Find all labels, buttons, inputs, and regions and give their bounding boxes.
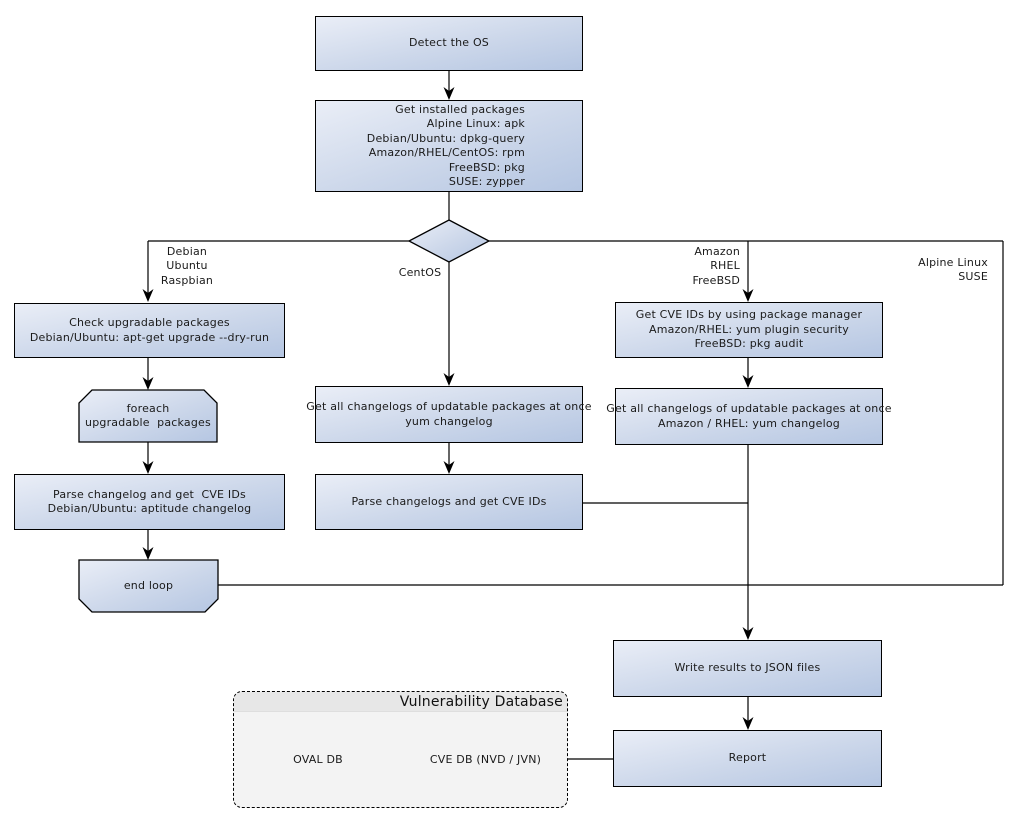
node-get-changelogs-amazon: Get all changelogs of updatable packages… (606, 388, 892, 445)
branch-label-centos: CentOS (398, 266, 442, 279)
node-get-cve-ids-package-manager: Get CVE IDs by using package manager Ama… (615, 302, 883, 358)
branch-label-debian: Debian Ubuntu Raspbian (160, 245, 214, 287)
vulnerability-database-title: Vulnerability Database (234, 692, 567, 712)
vulnerability-database-group: Vulnerability Database (233, 691, 568, 808)
node-detect-os: Detect the OS (315, 16, 583, 71)
arrowheads (142, 87, 754, 730)
node-parse-changelogs-centos: Parse changelogs and get CVE IDs (315, 474, 583, 530)
node-get-changelogs-centos: Get all changelogs of updatable packages… (306, 386, 592, 443)
node-parse-changelog-debian: Parse changelog and get CVE IDs Debian/U… (14, 474, 285, 530)
end-loop-shape (78, 559, 219, 613)
foreach-loop-shape (78, 389, 218, 443)
connectors (147, 71, 1004, 760)
branch-label-amazon: Amazon RHEL FreeBSD (692, 245, 740, 287)
node-write-results-json: Write results to JSON files (613, 640, 882, 697)
node-check-upgradable-packages: Check upgradable packages Debian/Ubuntu:… (14, 303, 285, 358)
os-decision-diamond (407, 219, 491, 263)
node-report: Report (613, 730, 882, 787)
branch-label-alpine: Alpine Linux SUSE (918, 256, 988, 284)
node-get-installed-packages: Get installed packages Alpine Linux: apk… (315, 100, 583, 192)
